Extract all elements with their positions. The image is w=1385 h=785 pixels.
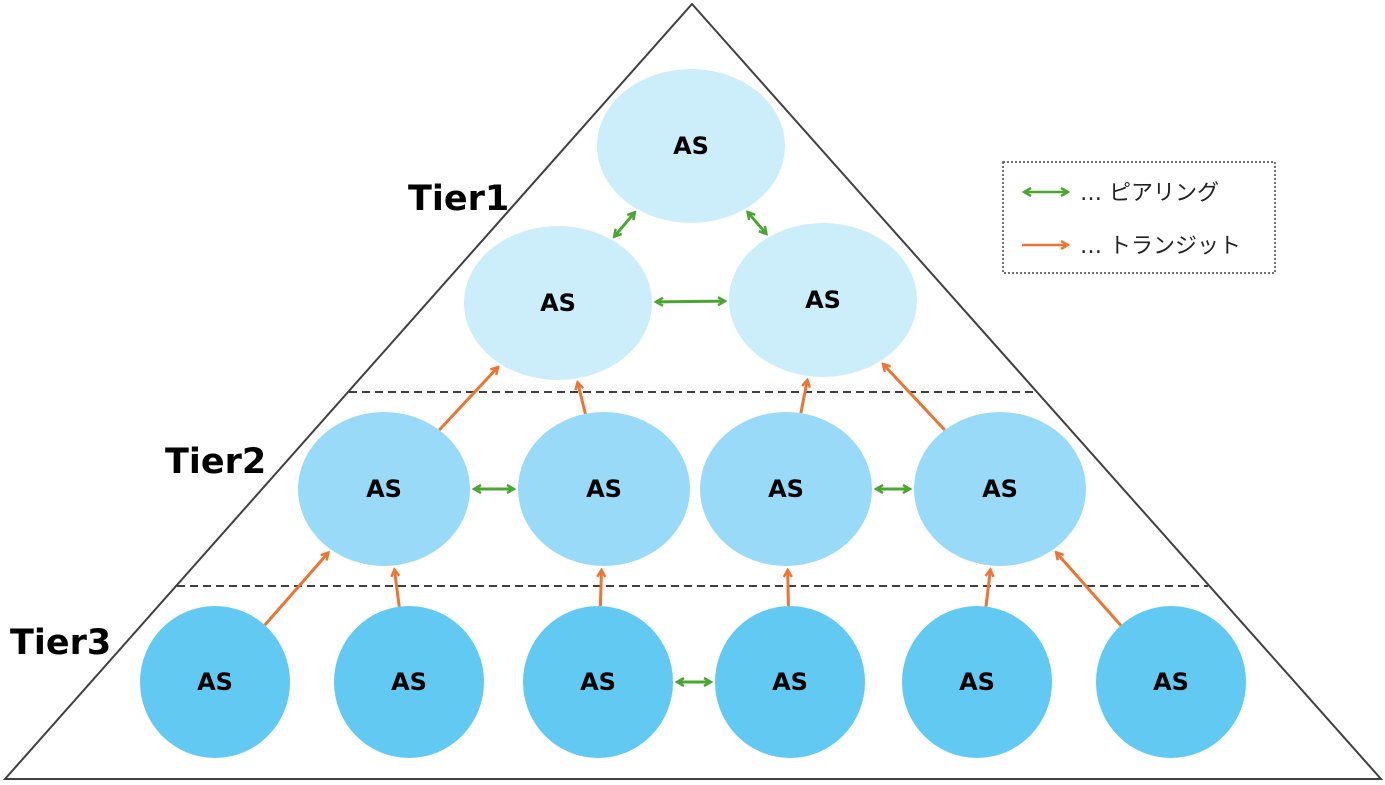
tier2-as-node: AS (914, 412, 1086, 566)
peering-link (656, 301, 725, 302)
as-node-label: AS (197, 668, 233, 696)
as-node-label: AS (673, 132, 709, 160)
as-node-shape (597, 69, 785, 223)
as-node-label: AS (1153, 668, 1189, 696)
tier3-as-node: AS (902, 606, 1052, 758)
tier2-as-node: AS (298, 412, 470, 566)
as-node-shape (902, 606, 1052, 758)
tier2-as-node: AS (700, 412, 872, 566)
as-node-shape (334, 606, 484, 758)
transit-link (1056, 552, 1123, 627)
tier2-as-node: AS (518, 412, 690, 566)
tier1-label: Tier1 (408, 179, 509, 219)
tier2-label: Tier2 (165, 442, 266, 482)
tier3-as-node: AS (715, 606, 865, 758)
transit-link (578, 382, 587, 415)
transit-link (984, 570, 990, 607)
nodes-layer: AS AS AS AS AS AS AS AS AS AS AS AS AS (140, 69, 1246, 758)
as-node-shape (298, 412, 470, 566)
peering-link (614, 212, 635, 236)
legend-box (1002, 161, 1276, 274)
legend: … ピアリング … トランジット (1002, 161, 1276, 274)
as-node-shape (700, 412, 872, 566)
as-node-shape (914, 412, 1086, 566)
peering-link (748, 212, 767, 234)
as-node-label: AS (540, 289, 576, 317)
tier1-as-node: AS (729, 223, 917, 377)
as-node-shape (518, 412, 690, 566)
as-node-label: AS (586, 475, 622, 503)
as-node-label: AS (580, 668, 616, 696)
as-node-shape (729, 223, 917, 377)
as-node-label: AS (768, 475, 804, 503)
as-node-label: AS (982, 475, 1018, 503)
tier3-as-node: AS (140, 606, 290, 758)
as-node-label: AS (959, 668, 995, 696)
transit-link (438, 367, 498, 431)
as-node-shape (523, 606, 673, 758)
as-node-shape (140, 606, 290, 758)
transit-link (263, 553, 329, 627)
tier1-as-node: AS (597, 69, 785, 223)
transit-link (788, 570, 789, 607)
as-node-label: AS (772, 668, 808, 696)
transit-link (600, 570, 601, 607)
as-node-shape (715, 606, 865, 758)
tier3-as-node: AS (523, 606, 673, 758)
transit-link (883, 364, 946, 432)
tier3-label: Tier3 (10, 623, 111, 663)
legend-transit-label: … トランジット (1080, 234, 1241, 259)
as-node-shape (464, 226, 652, 380)
transit-link (799, 380, 807, 414)
as-node-label: AS (366, 475, 402, 503)
tier1-as-node: AS (464, 226, 652, 380)
transit-link (394, 569, 401, 607)
as-node-shape (1096, 606, 1246, 758)
as-node-label: AS (805, 286, 841, 314)
as-node-label: AS (391, 668, 427, 696)
tier3-as-node: AS (1096, 606, 1246, 758)
links-layer (263, 212, 1123, 682)
tier3-as-node: AS (334, 606, 484, 758)
legend-peering-label: … ピアリング (1080, 181, 1219, 206)
